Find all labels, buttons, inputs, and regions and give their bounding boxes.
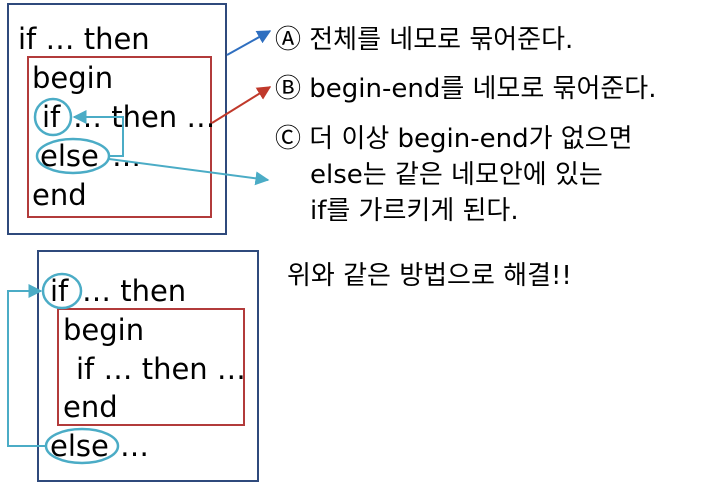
diagram1-if-ellipse xyxy=(33,97,73,137)
note-a: Ⓐ 전체를 네모로 묶어준다. xyxy=(275,25,574,55)
note-c-line1: Ⓒ 더 이상 begin-end가 없으면 xyxy=(275,124,633,154)
diagram1-line-if-then: if … then xyxy=(18,22,150,56)
diagram2-else-to-if-arrow xyxy=(7,284,46,447)
diagram2-rest-then: … then xyxy=(82,274,187,308)
diagram2-kw-if: if xyxy=(50,274,69,308)
diagram2-outer-box xyxy=(37,250,259,482)
diagram1-line-end: end xyxy=(32,178,87,212)
diagram2-if-ellipse xyxy=(41,272,83,310)
diagram2-begin-end-box xyxy=(57,308,245,426)
diagram1-kw-else: else xyxy=(40,139,99,173)
arrow-c xyxy=(108,158,270,186)
note-c-line3: if를 가르키게 된다. xyxy=(310,196,519,226)
diagram1-kw-if: if xyxy=(42,100,61,134)
diagram1-line-begin: begin xyxy=(32,61,114,95)
diagram1-begin-end-box xyxy=(27,56,212,218)
diagram2-line-begin: begin xyxy=(63,313,145,347)
diagram2-rest-else: … xyxy=(120,429,149,463)
arrow-b xyxy=(211,86,272,124)
diagram2-kw-else: else xyxy=(50,429,109,463)
diagram2-line-end: end xyxy=(63,390,118,424)
diagram1-else-to-if-arrow xyxy=(72,110,124,157)
note-c-line2: else는 같은 네모안에 있는 xyxy=(310,160,603,190)
solution-note: 위와 같은 방법으로 해결!! xyxy=(287,261,572,291)
arrow-a xyxy=(226,30,272,56)
diagram2-line-if-then: if … then … xyxy=(76,352,246,386)
diagram1-outer-box xyxy=(7,3,227,235)
diagram2-else-ellipse xyxy=(44,427,120,465)
note-b: Ⓑ begin-end를 네모로 묶어준다. xyxy=(275,74,657,104)
diagram1-else-ellipse xyxy=(35,137,111,175)
